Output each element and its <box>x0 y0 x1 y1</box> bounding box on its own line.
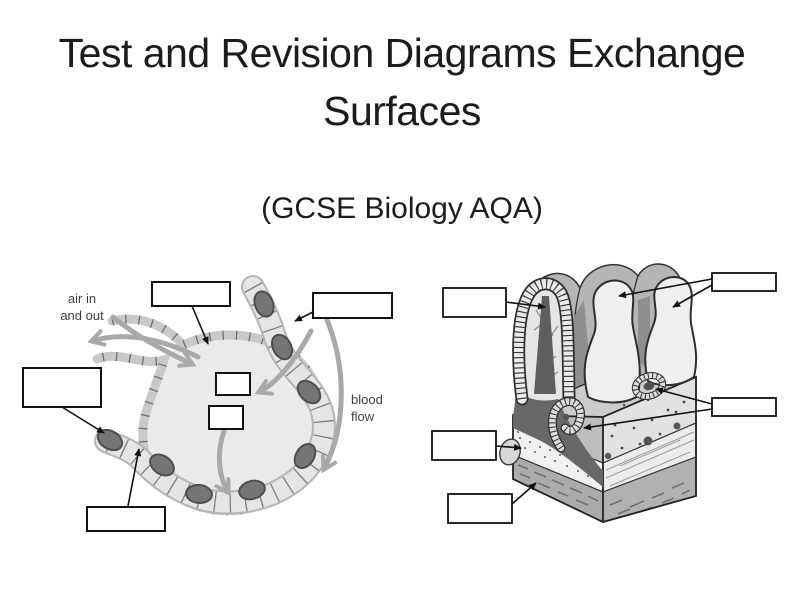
slide-subtitle: (GCSE Biology AQA) <box>261 192 543 225</box>
label-box-gas-lower[interactable] <box>208 405 244 430</box>
blood-flow-label-line2: flow <box>351 409 375 424</box>
leader-capillary-ring <box>655 387 713 405</box>
annotations: air in and out blood flow <box>60 291 383 424</box>
texture-right-submucosa-lines <box>605 431 695 487</box>
gas-into-alveolus-arrow <box>254 328 314 396</box>
title-line-1: Test and Revision Diagrams Exchange <box>58 30 746 76</box>
air-in-arrow <box>110 314 197 368</box>
red-blood-cell <box>253 290 275 318</box>
villus-left <box>583 279 641 404</box>
texture-left-muscle-dashes <box>517 464 599 506</box>
label-box-villi-top-right[interactable] <box>711 272 777 292</box>
flow-arrows <box>87 314 344 497</box>
capillary-ring <box>631 372 667 400</box>
red-blood-cell <box>270 333 294 361</box>
lacteal <box>534 296 556 394</box>
texture-right-mucosa-dots <box>604 400 686 460</box>
slide-title: Test and Revision Diagrams Exchange Surf… <box>0 24 804 140</box>
leader-top-right <box>294 311 314 322</box>
red-blood-cell <box>149 453 175 477</box>
label-box-villi-right-middle[interactable] <box>711 397 777 417</box>
red-blood-cell <box>293 442 317 470</box>
air-in-label-line2: and out <box>60 308 104 323</box>
label-box-alveolus-top-right[interactable] <box>312 292 393 319</box>
label-box-villi-left-middle[interactable] <box>431 430 497 461</box>
cut-villus <box>512 277 576 406</box>
cut-villus-epithelium-fill <box>513 279 574 404</box>
red-blood-cell <box>185 483 213 505</box>
leader-villus-left <box>618 278 713 299</box>
label-box-gas-upper[interactable] <box>215 372 251 396</box>
air-in-label-line1: air in <box>68 291 96 306</box>
leader-lines <box>61 305 314 507</box>
blood-flow-label-line1: blood <box>351 392 383 407</box>
leader-bottom <box>127 448 142 507</box>
leader-muscle <box>511 482 537 505</box>
villi-diagram <box>431 263 777 524</box>
label-box-alveolus-bottom[interactable] <box>86 506 166 532</box>
blood-flow-arrow <box>321 317 344 474</box>
leader-lacteal <box>505 301 546 310</box>
red-blood-cells <box>96 290 322 505</box>
label-box-villi-left-top[interactable] <box>442 287 507 318</box>
leader-top-center <box>191 305 209 345</box>
label-box-villi-bottom-left[interactable] <box>447 493 513 524</box>
red-blood-cell <box>296 379 322 405</box>
villus-right <box>644 276 698 387</box>
gas-into-blood-arrow <box>214 428 231 497</box>
leader-left <box>61 406 105 434</box>
leader-submucosa <box>495 443 522 451</box>
leader-villus-right <box>672 284 713 308</box>
capillary-hook-lumen <box>562 413 570 421</box>
label-box-alveolus-top-center[interactable] <box>151 281 231 307</box>
leader-lines <box>495 278 713 505</box>
capillary-hook <box>547 397 586 453</box>
capillary <box>94 275 336 515</box>
leader-capillary-hook <box>583 408 713 431</box>
label-box-alveolus-left[interactable] <box>22 367 102 408</box>
title-line-2: Surfaces <box>323 88 481 134</box>
alveolus-diagram: air in and out blood flow <box>22 275 393 532</box>
block-outline <box>512 375 697 523</box>
red-blood-cell <box>238 479 266 501</box>
